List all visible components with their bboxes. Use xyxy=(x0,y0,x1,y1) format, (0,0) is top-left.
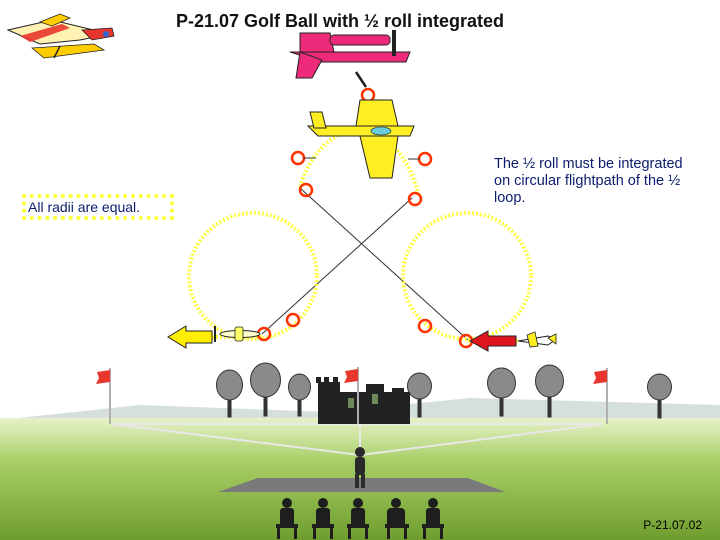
roll-marker-icon xyxy=(298,182,314,198)
aircraft-icon xyxy=(306,99,415,179)
tree-icon xyxy=(647,373,672,419)
arrow-icon xyxy=(167,325,213,349)
aircraft-icon xyxy=(6,13,115,59)
flag-icon xyxy=(593,368,608,424)
radii-note-box xyxy=(22,194,174,220)
castle-icon xyxy=(316,377,410,424)
tree-icon xyxy=(216,369,243,418)
flight-path xyxy=(187,128,533,343)
figure-reference: P-21.07.02 xyxy=(643,518,702,532)
judge-icon xyxy=(276,498,298,539)
judge-icon xyxy=(312,498,334,539)
roll-marker-icon xyxy=(417,151,433,167)
tree-icon xyxy=(535,364,564,418)
roll-marker-icon xyxy=(290,150,306,166)
judge-icon xyxy=(385,498,409,539)
pilot-icon xyxy=(355,447,365,488)
right-loop xyxy=(401,211,533,341)
flag-icon xyxy=(344,367,359,424)
aircraft-icon xyxy=(289,30,411,88)
roll-marker-icon xyxy=(285,312,301,328)
arrow-icon xyxy=(468,330,517,352)
figure-title: P-21.07 Golf Ball with ½ roll integrated xyxy=(175,11,505,31)
tree-icon xyxy=(288,373,311,417)
roll-marker-icon xyxy=(360,87,376,103)
cross-lines xyxy=(261,187,469,341)
judge-icon xyxy=(422,498,444,539)
radii-note: All radii are equal. xyxy=(28,199,141,215)
tree-icon xyxy=(250,362,281,417)
roll-marker-icon xyxy=(407,191,423,207)
tree-icon xyxy=(487,367,516,417)
aircraft-icon xyxy=(517,331,558,348)
roll-note: The ½ roll must be integrated on circula… xyxy=(494,156,683,206)
flag-icon xyxy=(96,368,111,424)
roll-marker-icon xyxy=(417,318,433,334)
tree-icon xyxy=(407,372,432,418)
aircraft-icon xyxy=(214,326,261,342)
top-half-loop xyxy=(298,128,421,198)
left-loop xyxy=(187,211,319,341)
judge-icon xyxy=(347,498,369,539)
